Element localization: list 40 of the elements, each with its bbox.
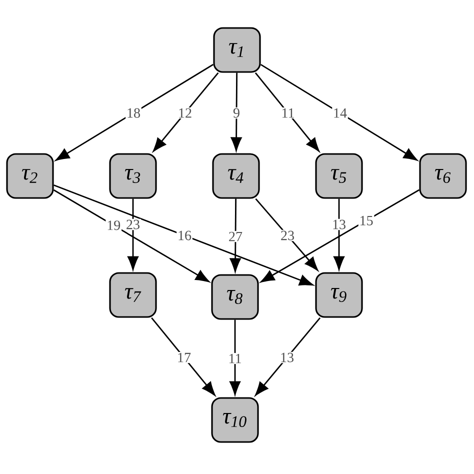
arrow xyxy=(152,72,219,152)
task-box: τ$_{8}$ xyxy=(211,274,259,320)
edge-label: 23 xyxy=(280,230,296,242)
arrow xyxy=(255,317,321,396)
arrow xyxy=(128,198,138,270)
arrow xyxy=(260,64,418,161)
edge-label: 14 xyxy=(332,107,348,119)
task-box: τ$_{1}$ xyxy=(213,27,261,73)
edge-label: 15 xyxy=(358,215,374,226)
task-box: τ$_{4}$ xyxy=(212,153,260,199)
arrow xyxy=(334,198,344,270)
task-box: τ$_{7}$ xyxy=(109,272,157,318)
edge-label: 27 xyxy=(228,230,244,242)
edge-label: 17 xyxy=(176,352,192,364)
task-box: τ$_{6}$ xyxy=(419,153,467,199)
edge-label: 23 xyxy=(125,218,141,230)
edge-label: 11 xyxy=(227,352,243,364)
edge-label: 11 xyxy=(280,107,296,119)
arrow xyxy=(151,317,216,396)
arrow xyxy=(255,198,318,271)
task-box: τ$_{5}$ xyxy=(315,153,363,199)
edge-label: 12 xyxy=(177,107,193,119)
arrow xyxy=(56,64,214,161)
arrow xyxy=(254,72,320,152)
task-box: τ$_{3}$ xyxy=(109,153,157,199)
arrow xyxy=(230,320,240,396)
arrow xyxy=(230,198,241,272)
arrow xyxy=(54,184,314,286)
arrow xyxy=(53,189,210,282)
arrow xyxy=(230,72,242,152)
arrow xyxy=(260,189,420,282)
edge-label: 13 xyxy=(279,352,295,364)
edge-label: 18 xyxy=(126,107,142,119)
edge-label: 9 xyxy=(232,107,241,119)
edge-label: 13 xyxy=(331,218,347,230)
edge-label: 19 xyxy=(106,220,122,231)
task-box: τ$_{10}$ xyxy=(211,397,259,443)
task-box: τ$_{2}$ xyxy=(6,153,54,199)
edge-label: 16 xyxy=(176,230,192,242)
task-box: τ$_{9}$ xyxy=(315,272,363,318)
